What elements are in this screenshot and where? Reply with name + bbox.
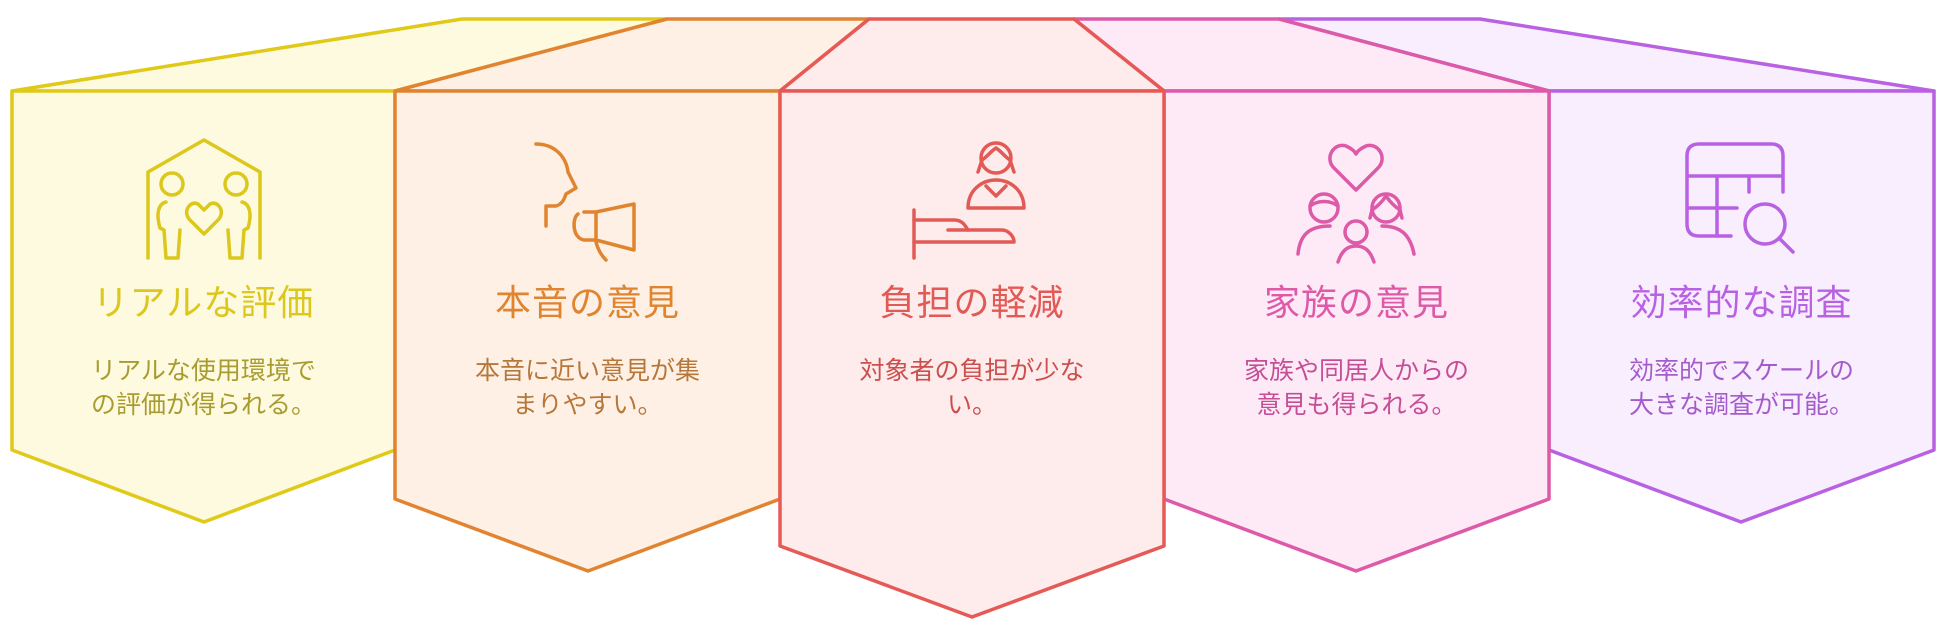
caregiver-hand-icon xyxy=(910,138,1034,262)
family-heart-icon xyxy=(1294,138,1418,264)
panel-description: 効率的でスケールの 大きな調査が可能。 xyxy=(1628,356,1854,419)
panel-efficient-survey: 効率的な調査 効率的でスケールの 大きな調査が可能。 xyxy=(1549,0,1934,522)
panel-description: リアルな使用環境で の評価が得られる。 xyxy=(90,356,316,419)
panel-reduced-burden: 負担の軽減 対象者の負担が少な い。 xyxy=(780,0,1164,617)
panel-title: リアルな評価 xyxy=(92,283,315,324)
panel-title: 本音の意見 xyxy=(494,283,680,324)
panel-title: 家族の意見 xyxy=(1263,283,1449,324)
panel-2-face xyxy=(393,89,782,573)
home-family-heart-icon xyxy=(142,138,266,262)
panel-real-evaluation: リアルな評価 リアルな使用環境で の評価が得られる。 xyxy=(12,0,395,522)
panel-description: 家族や同居人からの 意見も得られる。 xyxy=(1243,356,1469,419)
panel-description: 本音に近い意見が集 まりやすい。 xyxy=(474,356,700,419)
table-search-icon xyxy=(1679,138,1803,262)
panel-family-opinion: 家族の意見 家族や同居人からの 意見も得られる。 xyxy=(1164,0,1549,571)
panel-title: 効率的な調査 xyxy=(1630,283,1853,324)
panel-description: 対象者の負担が少な い。 xyxy=(859,356,1085,419)
panel-1-face xyxy=(10,89,397,524)
panel-title: 負担の軽減 xyxy=(879,283,1065,324)
person-megaphone-icon xyxy=(526,138,650,262)
panel-honest-opinion: 本音の意見 本音に近い意見が集 まりやすい。 xyxy=(395,0,780,571)
panel-3-face xyxy=(778,89,1166,619)
